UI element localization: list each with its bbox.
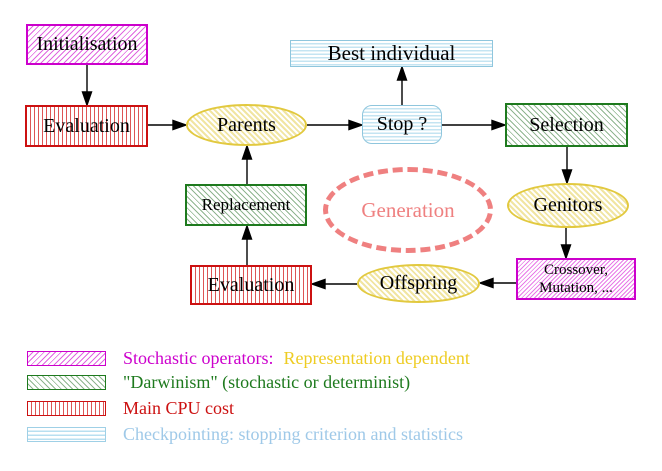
node-offspring: Offspring xyxy=(357,264,480,303)
arrowhead-crossover-to-offspring xyxy=(477,277,494,289)
node-evaluation-bottom: Evaluation xyxy=(190,265,312,305)
node-offspring-label: Offspring xyxy=(379,272,458,294)
legend-text-representation-dependent: Representation dependent xyxy=(283,348,470,368)
node-evaluation-bottom-label: Evaluation xyxy=(207,273,295,296)
arrowhead-init-to-evaluation xyxy=(81,91,93,108)
legend-row-checkpointing: Checkpointing: stopping criterion and st… xyxy=(27,424,463,445)
node-replacement-label: Replacement xyxy=(201,195,291,215)
node-parents: Parents xyxy=(186,104,307,146)
arrowhead-stop-to-selection xyxy=(491,119,508,131)
arrowhead-parents-to-stop xyxy=(348,119,365,131)
node-selection-label: Selection xyxy=(529,113,604,136)
legend-row-stochastic: Stochastic operators: Representation depe… xyxy=(27,348,470,369)
legend-text-stochastic-operators: Stochastic operators: xyxy=(123,348,274,368)
legend-row-cpu-cost: Main CPU cost xyxy=(27,398,234,419)
node-genitors: Genitors xyxy=(507,183,629,228)
arrowhead-offspring-to-evaluation xyxy=(309,278,326,290)
legend-label-stochastic: Stochastic operators: Representation depe… xyxy=(123,348,470,369)
node-stop-label: Stop ? xyxy=(376,113,428,135)
node-best-individual: Best individual xyxy=(290,40,493,67)
arrowhead-replacement-to-parents xyxy=(241,143,253,160)
legend-text-cpu-cost: Main CPU cost xyxy=(123,398,235,418)
node-crossover-line2: Mutation, ... xyxy=(539,280,613,296)
generation-cycle-ellipse: Generation xyxy=(323,167,493,253)
arrowhead-stop-to-best xyxy=(396,64,408,81)
generation-label: Generation xyxy=(361,197,455,222)
legend-text-darwinism: "Darwinism" (stochastic or determinist) xyxy=(123,372,411,392)
legend-text-checkpointing: Checkpointing: stopping criterion and st… xyxy=(123,424,463,444)
node-evaluation-top-label: Evaluation xyxy=(43,114,130,137)
node-initialisation: Initialisation xyxy=(26,24,148,65)
arrowhead-evaluation-to-replacement xyxy=(241,223,253,240)
node-replacement: Replacement xyxy=(185,184,307,226)
node-best-individual-label: Best individual xyxy=(327,41,456,66)
node-parents-label: Parents xyxy=(217,113,276,136)
node-selection: Selection xyxy=(505,103,628,147)
node-evaluation-top: Evaluation xyxy=(25,105,148,147)
legend-swatch-red-vertical-lines xyxy=(27,401,106,416)
node-genitors-label: Genitors xyxy=(533,194,603,216)
arrowhead-selection-to-genitors xyxy=(561,169,573,186)
node-crossover-line1: Crossover, xyxy=(544,262,608,278)
node-crossover-mutation: Crossover, Mutation, ... xyxy=(516,258,636,300)
node-stop: Stop ? xyxy=(362,105,442,144)
legend-row-darwinism: "Darwinism" (stochastic or determinist) xyxy=(27,372,410,393)
arrowhead-genitors-to-crossover xyxy=(560,244,572,261)
arrowhead-evaluation-to-parents xyxy=(172,119,189,131)
legend-swatch-magenta-diagonal-hatch xyxy=(27,351,106,366)
node-initialisation-label: Initialisation xyxy=(36,33,138,55)
legend-swatch-green-diagonal-hatch xyxy=(27,375,106,390)
legend-swatch-cyan-horizontal-lines xyxy=(27,427,106,442)
